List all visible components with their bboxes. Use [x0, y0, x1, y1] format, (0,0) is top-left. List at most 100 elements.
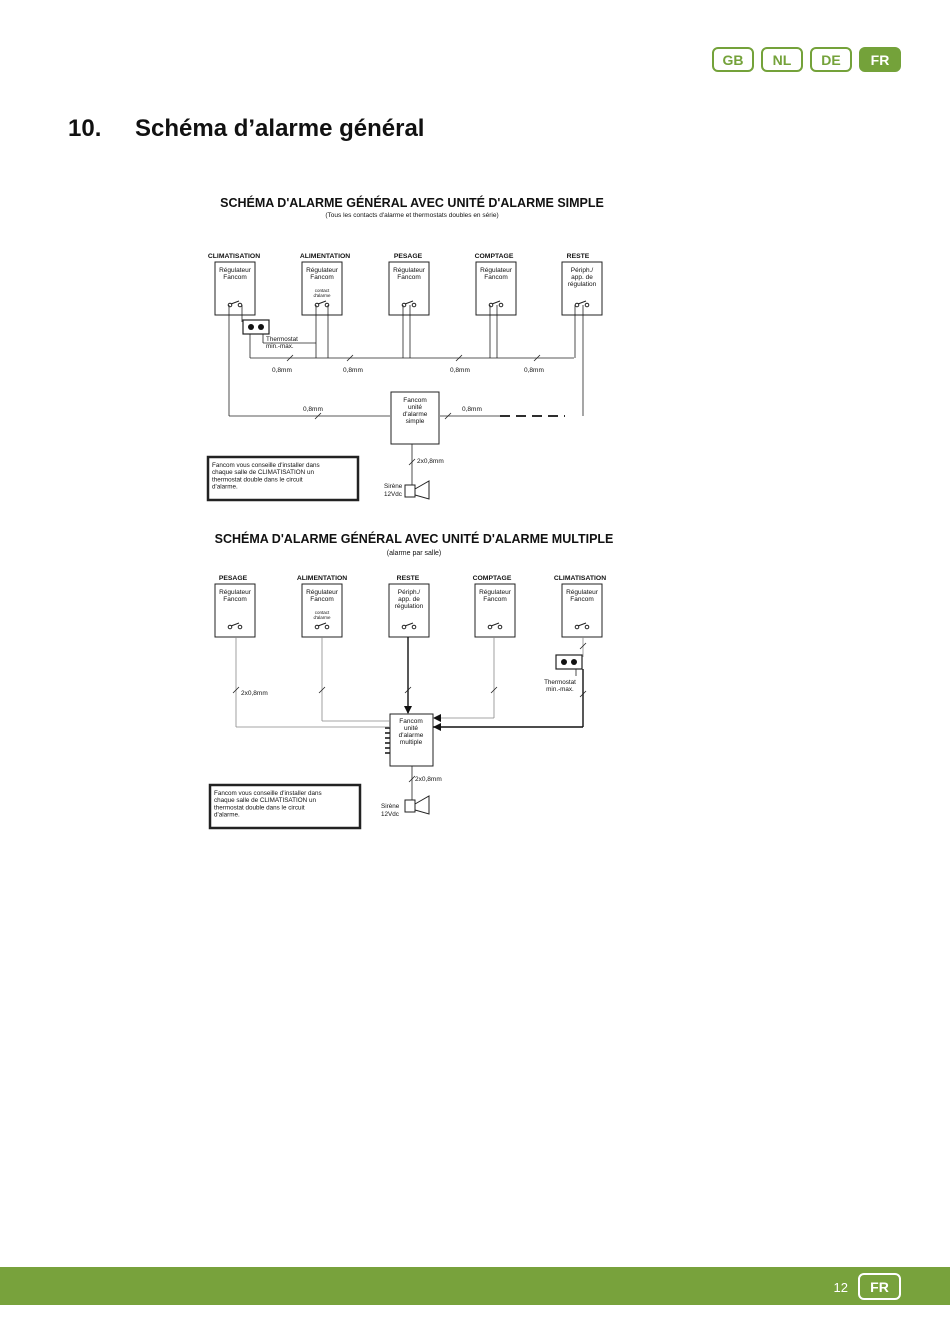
diagram1-column-label: RESTE [567, 253, 590, 260]
diagram1-unit-label: d'alarme [403, 411, 428, 418]
section-title: Schéma d’alarme général [135, 115, 425, 142]
diagram2-column-label: ALIMENTATION [297, 575, 347, 582]
diagram1-subtitle: (Tous les contacts d'alarme et thermosta… [325, 212, 498, 219]
diagram2-controller-box-line: Fancom [310, 596, 333, 603]
diagram1-siren-horn [414, 480, 430, 500]
diagram2-controller-switch-contact-b [584, 624, 590, 630]
diagram1-wire-label: 0,8mm [272, 367, 292, 374]
diagram2-column-label: CLIMATISATION [554, 575, 606, 582]
diagram2-wire-tick [318, 686, 326, 694]
diagram1-note-frame [206, 455, 360, 502]
diagram2-controller-switch-contact-b [497, 624, 503, 630]
diagram2-siren-label: 12Vdc [381, 811, 399, 818]
diagram2-siren-tick [408, 775, 416, 783]
diagram1-wire-tick [314, 412, 322, 420]
diagram2-controller-switch-lever [317, 622, 327, 627]
diagram1-controller-box-line: Régulateur [393, 267, 426, 274]
language-tabs: GB NL DE FR [712, 47, 901, 72]
diagram1-column-label: ALIMENTATION [300, 253, 350, 260]
diagram2-subtitle: (alarme par salle) [387, 550, 441, 557]
diagram1-controller-box [475, 261, 517, 316]
diagram2-controller-box [214, 583, 256, 638]
diagram1-controller-box [561, 261, 603, 316]
diagram2-controller-box-line: Régulateur [566, 589, 599, 596]
page-number: 12 [833, 1280, 848, 1295]
diagram1-controller-box-line: Fancom [223, 274, 246, 281]
lang-tab-nl[interactable]: NL [761, 47, 803, 72]
diagram2-controller-switch-contact-a [314, 624, 320, 630]
diagram2-unit-label: Fancom [399, 718, 422, 725]
diagram2-controller-box-line: Régulateur [219, 589, 252, 596]
diagram1-alarm-unit [390, 391, 440, 445]
lang-tab-de[interactable]: DE [810, 47, 852, 72]
diagram2-arrow-clim [433, 723, 441, 731]
diagram2-note-line: thermostat double dans le circuit [214, 804, 305, 811]
diagram2-note-line: Fancom vous conseille d'installer dans [214, 790, 322, 797]
footer-lang-tab[interactable]: FR [858, 1273, 901, 1300]
diagram1-unit-label: simple [406, 418, 425, 425]
section-heading: 10. Schéma d’alarme général [68, 115, 424, 143]
diagram1-thermostat-dot-a [248, 324, 254, 330]
diagram2-note-line: d'alarme. [214, 812, 240, 819]
diagram2-note-line: chaque salle de CLIMATISATION un [214, 797, 316, 804]
diagram1-controller-small-line: contact [315, 288, 330, 293]
diagram2-controller-box-line: app. de [398, 596, 420, 603]
diagram2-controller-box-line: régulation [395, 603, 424, 610]
diagram2-alarm-unit [389, 713, 434, 767]
diagram2-unit-label: multiple [400, 739, 423, 746]
diagram2-controller-box [388, 583, 430, 638]
diagram2-column-label: COMPTAGE [473, 575, 512, 582]
diagram2-controller-switch-lever [404, 622, 414, 627]
diagram2-controller-box-line: Fancom [223, 596, 246, 603]
lang-tab-gb[interactable]: GB [712, 47, 754, 72]
diagram1-wire-tick [346, 354, 354, 362]
diagram1-controller-switch-lever [404, 300, 414, 305]
diagram1-unit-label: unité [408, 404, 422, 411]
diagram1-controller-box [388, 261, 430, 316]
diagram2-wire-tick [579, 642, 587, 650]
diagram1-controller-box-line: régulation [568, 281, 597, 288]
diagram1-wire-tick [455, 354, 463, 362]
diagram1-controller-box-line: Fancom [310, 274, 333, 281]
diagram1-controller-box-line: Régulateur [480, 267, 513, 274]
section-number: 10. [68, 115, 102, 142]
lang-tab-fr[interactable]: FR [859, 47, 901, 72]
diagram2-controller-switch-lever [577, 622, 587, 627]
diagram2-controller-box-line: Régulateur [479, 589, 512, 596]
diagram2-thermostat-label: Thermostat [544, 679, 576, 686]
diagram2-wire-tick [490, 686, 498, 694]
diagram1-controller-switch-lever [491, 300, 501, 305]
diagram1-wire-label: 0,8mm [343, 367, 363, 374]
diagram2-controller-switch-contact-b [324, 624, 330, 630]
diagram2-note-frame [208, 783, 362, 830]
diagram1-controller-box-line: app. de [571, 274, 593, 281]
diagram2-arrow-comptage [433, 714, 441, 722]
diagram1-siren-tick [408, 458, 416, 466]
diagram1-controller-box [301, 261, 343, 316]
diagram1-controller-switch-contact-a [488, 302, 494, 308]
diagram1-controller-switch-contact-b [498, 302, 504, 308]
diagram1-controller-switch-contact-a [314, 302, 320, 308]
diagram1-wire-tick [286, 354, 294, 362]
diagram1-note-line: d'alarme. [212, 484, 238, 491]
diagram1-note-line: chaque salle de CLIMATISATION un [212, 469, 314, 476]
diagram2-controller-box-line: Périph./ [398, 589, 421, 596]
diagram1-thermostat-body [242, 319, 270, 335]
diagram2-controller-small-line: d'alarme [313, 615, 331, 620]
diagram1-unit-label: Fancom [403, 397, 426, 404]
diagram1-wire-label: 0,8mm [524, 367, 544, 374]
diagram1-controller-switch-contact-a [401, 302, 407, 308]
diagram1-siren-wire-label: 2x0,8mm [417, 458, 444, 465]
diagram2-controller-small-line: contact [315, 610, 330, 615]
diagram2-unit-label: unité [404, 725, 418, 732]
diagram2-thermostat-label: min.-max. [546, 686, 574, 693]
diagram1-controller-box-line: Régulateur [219, 267, 252, 274]
diagram2-column-label: PESAGE [219, 575, 248, 582]
diagram1-controller-switch-contact-b [411, 302, 417, 308]
diagram2-wire-label: 2x0,8mm [241, 690, 268, 697]
diagram1-siren-label: 12Vdc [384, 491, 402, 498]
diagram1-siren-label: Sirène [384, 483, 403, 490]
diagram1-wire-label: 0,8mm [450, 367, 470, 374]
diagram1-controller-box-line: Régulateur [306, 267, 339, 274]
